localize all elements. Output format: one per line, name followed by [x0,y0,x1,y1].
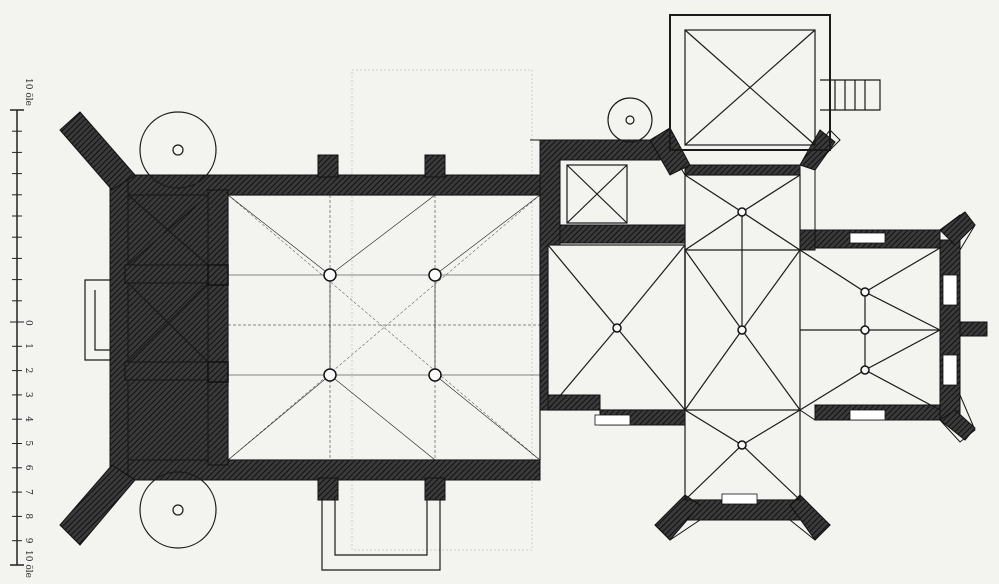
pillars [207,207,870,450]
scale-label-top: 10 öle [23,78,33,106]
scale-tick-label: 2 [23,368,33,374]
scale-tick-label: 5 [23,441,33,447]
scale-tick-label: 6 [23,465,33,471]
faint-outline [351,69,533,551]
scale-tick-label: 9 [23,538,33,544]
scale-label-bottom: 10 öle [23,550,33,578]
walls [59,111,988,546]
scale-tick-label: 4 [23,416,33,422]
scale-label-zero: 0 [23,320,33,326]
windows [594,232,958,505]
scale-tick-label: 3 [23,392,33,398]
scale-tick-label: 1 [23,343,33,349]
scale-bar: 1 2 3 4 5 6 7 8 9 10 öle 10 öle 0 [10,78,33,578]
scale-tick-label: 7 [23,489,33,495]
scale-tick-label: 8 [23,513,33,519]
